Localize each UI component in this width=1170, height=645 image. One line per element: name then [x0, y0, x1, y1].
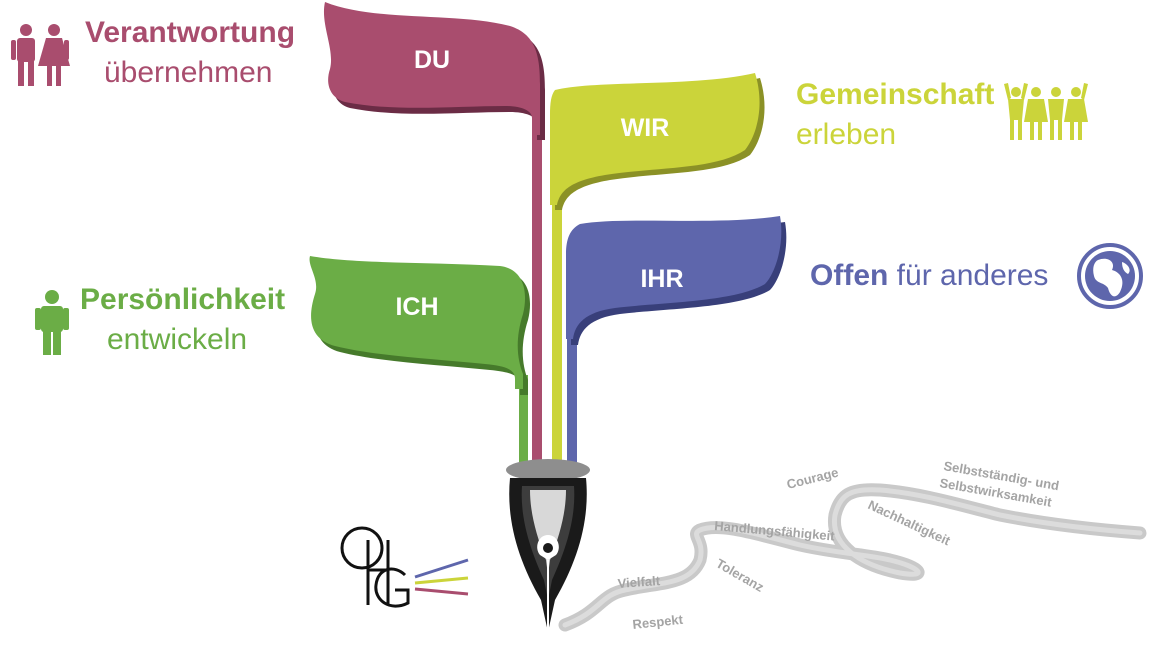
flag-du: DU	[323, 2, 545, 140]
ihr-value-line1: Offen für anderes	[810, 261, 1048, 291]
word-respekt: Respekt	[632, 612, 685, 632]
fountain-pen-nib-icon	[506, 459, 590, 632]
du-value-line1: Verantwortung	[85, 16, 296, 49]
values-path	[558, 483, 1147, 632]
wir-value-line1: Gemeinschaft	[796, 78, 995, 111]
globe-icon	[1077, 243, 1143, 309]
ich-value-line1: Persönlichkeit	[80, 283, 286, 316]
flag-wir-label: WIR	[621, 114, 670, 142]
flag-ihr: IHR	[566, 216, 787, 345]
flag-poles	[519, 115, 577, 475]
du-value-line2: übernehmen	[104, 56, 273, 89]
ihr-value-bold: Offen	[810, 259, 889, 292]
word-courage: Courage	[785, 465, 840, 492]
person-icon	[35, 290, 69, 355]
school-logo-icon	[340, 526, 469, 608]
word-toleranz: Toleranz	[714, 556, 767, 595]
ihr-value-rest: für anderes	[896, 259, 1049, 292]
flag-ihr-label: IHR	[640, 265, 683, 293]
group-cheering-icon	[1004, 83, 1088, 140]
flag-du-label: DU	[414, 46, 450, 74]
couple-icon	[11, 24, 70, 86]
wir-value-line2: erleben	[796, 118, 897, 151]
word-vielfalt: Vielfalt	[617, 573, 661, 591]
ich-value-line2: entwickeln	[107, 323, 248, 356]
flag-ich: ICH	[309, 256, 531, 395]
flag-wir: WIR	[550, 73, 765, 210]
flag-ich-label: ICH	[395, 293, 438, 321]
